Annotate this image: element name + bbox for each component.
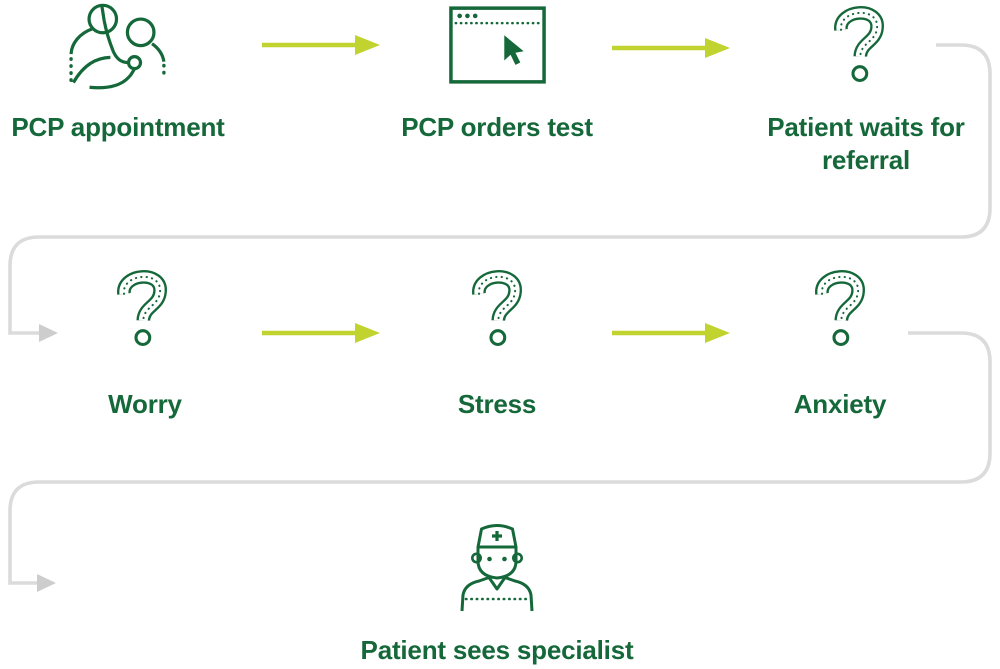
step-label-worry: Worry (108, 389, 182, 419)
step-label-patient-waits: Patient waits for referral (767, 112, 965, 175)
flow-arrow-icon (262, 35, 380, 55)
doctor-patient-icon (69, 3, 166, 90)
question-mark-icon (467, 266, 527, 356)
step-label-patient-sees-specialist: Patient sees specialist (360, 635, 634, 665)
cursor-pointer-icon (504, 35, 524, 65)
flow-arrow-icon (612, 38, 730, 58)
question-mark-icon (829, 2, 889, 92)
connector-arrowhead (37, 574, 56, 592)
step-label-pcp-orders-test: PCP orders test (401, 112, 593, 142)
step-label-pcp-appointment: PCP appointment (11, 112, 225, 142)
step-label-anxiety: Anxiety (793, 389, 887, 419)
flow-arrow-icon (612, 323, 730, 343)
doctor-specialist-icon (460, 524, 534, 612)
flow-arrow-icon (262, 323, 380, 343)
connector-arrowhead (39, 324, 58, 342)
step-label-stress: Stress (457, 389, 537, 419)
browser-cursor-icon (449, 6, 546, 84)
question-mark-icon (810, 266, 870, 356)
question-mark-icon (112, 266, 172, 356)
